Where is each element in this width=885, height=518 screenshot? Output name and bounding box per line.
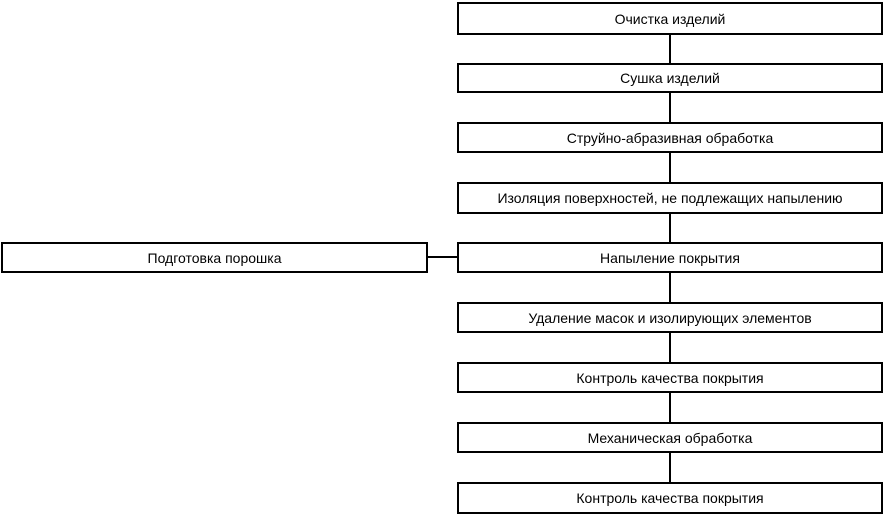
step-box-quality-control-2: Контроль качества покрытия bbox=[457, 482, 883, 514]
step-label: Изоляция поверхностей, не подлежащих нап… bbox=[497, 190, 843, 206]
connector-7-8 bbox=[669, 393, 671, 422]
connector-6-7 bbox=[669, 333, 671, 362]
connector-8-9 bbox=[669, 453, 671, 482]
step-box-drying: Сушка изделий bbox=[457, 63, 883, 93]
connector-side-to-step-5 bbox=[428, 256, 457, 258]
step-label: Удаление масок и изолирующих элементов bbox=[528, 309, 812, 326]
step-label: Механическая обработка bbox=[587, 429, 753, 446]
step-label: Сушка изделий bbox=[620, 70, 720, 86]
step-label: Напыление покрытия bbox=[600, 249, 740, 266]
step-label: Контроль качества покрытия bbox=[576, 490, 764, 506]
step-box-cleaning: Очистка изделий bbox=[457, 2, 883, 35]
step-box-surface-isolation: Изоляция поверхностей, не подлежащих нап… bbox=[457, 182, 883, 214]
step-label: Очистка изделий bbox=[614, 10, 726, 27]
connector-3-4 bbox=[669, 153, 671, 182]
step-box-mask-removal: Удаление масок и изолирующих элементов bbox=[457, 302, 883, 333]
side-box-powder-preparation: Подготовка порошка bbox=[1, 242, 428, 273]
connector-2-3 bbox=[669, 93, 671, 122]
step-box-abrasive-blasting: Струйно-абразивная обработка bbox=[457, 122, 883, 153]
connector-5-6 bbox=[669, 273, 671, 302]
step-box-quality-control-1: Контроль качества покрытия bbox=[457, 362, 883, 393]
step-box-coating-spraying: Напыление покрытия bbox=[457, 242, 883, 273]
step-box-machining: Механическая обработка bbox=[457, 422, 883, 453]
step-label: Струйно-абразивная обработка bbox=[566, 129, 774, 146]
side-step-label: Подготовка порошка bbox=[147, 249, 282, 266]
step-label: Контроль качества покрытия bbox=[576, 369, 764, 386]
connector-4-5 bbox=[669, 214, 671, 242]
connector-1-2 bbox=[669, 35, 671, 63]
